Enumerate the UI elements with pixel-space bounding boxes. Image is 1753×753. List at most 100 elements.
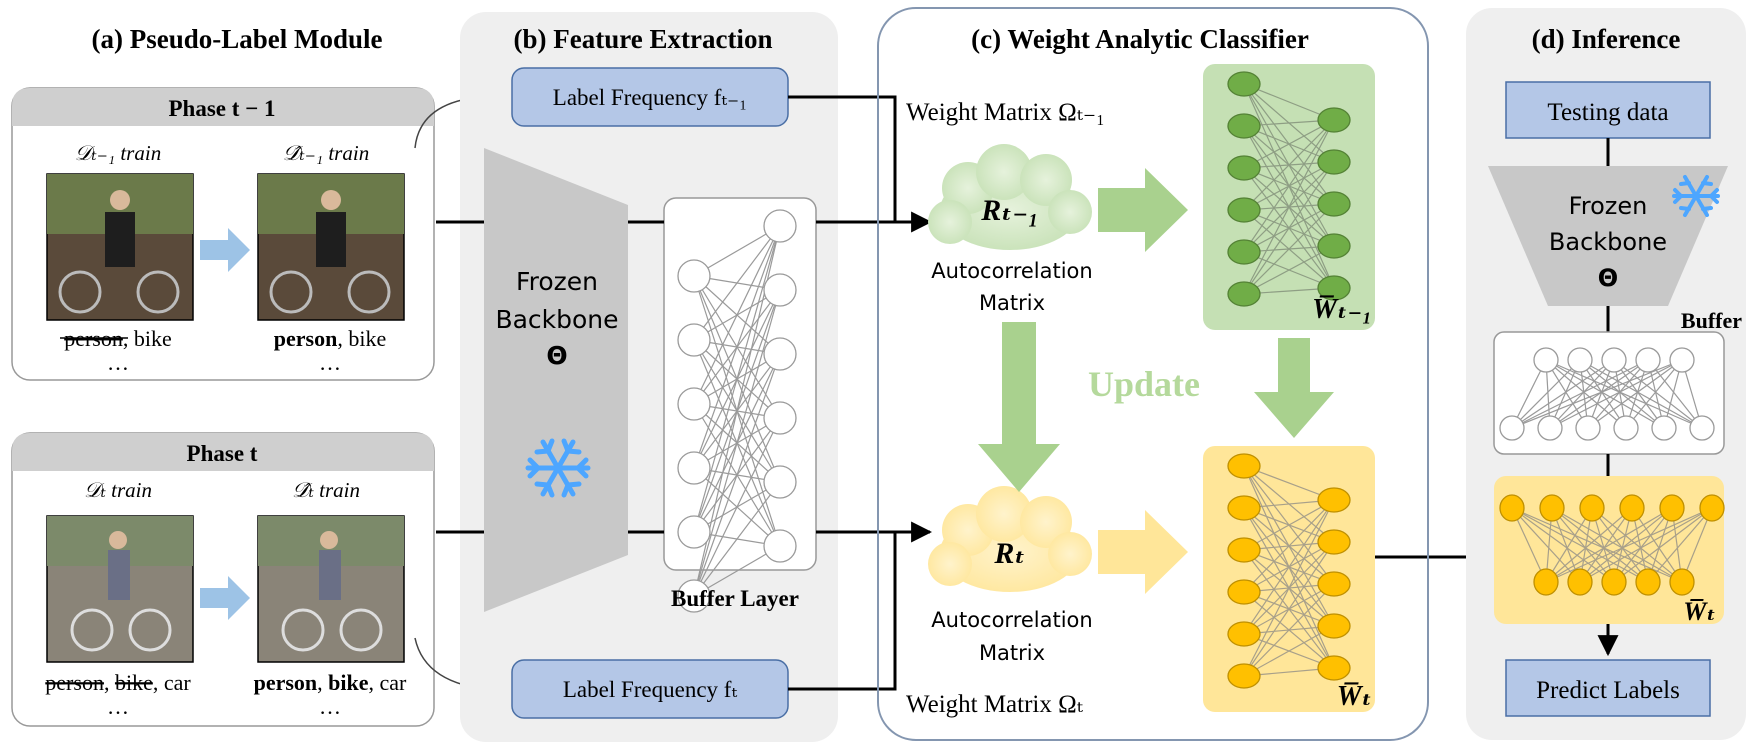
network-node [1567, 568, 1593, 596]
network-node [1579, 494, 1605, 522]
label-token: person [254, 670, 318, 695]
label-token: person [45, 670, 104, 695]
network-edge [1243, 499, 1335, 677]
network-edge [693, 289, 781, 597]
network-edge [1243, 245, 1335, 295]
label-frequency-prev: Label Frequency fₜ₋₁ [553, 85, 747, 110]
buffer-layer-label: Buffer Layer [671, 586, 799, 611]
network-node [763, 529, 797, 563]
network-node [763, 273, 797, 307]
network-edge [1243, 119, 1335, 295]
snowflake-icon [525, 438, 591, 498]
phase-prev-box: Phase t − 1 𝒟ₜ₋₁ train 𝒟̂ₜ₋₁ train [11, 87, 435, 381]
network-node [1317, 655, 1351, 681]
network-node [1317, 487, 1351, 513]
network-edge [1549, 359, 1649, 429]
inference-backbone-symbol: Θ [1598, 264, 1618, 292]
backbone-line2: Backbone [495, 305, 618, 334]
network-node [1669, 568, 1695, 596]
network-edge [1243, 119, 1335, 253]
network-edge [1511, 359, 1683, 429]
label-token: , car [369, 670, 408, 695]
network-node [1699, 494, 1725, 522]
network-node [1227, 281, 1261, 307]
label-token: bike [115, 670, 153, 695]
network-edge [1587, 359, 1683, 429]
panel-pseudo-label: (a) Pseudo-Label Module Phase t − 1 𝒟ₜ₋₁… [11, 24, 495, 727]
network-node [1635, 568, 1661, 596]
testing-data-box: Testing data [1505, 81, 1711, 139]
network-node [1227, 155, 1261, 181]
label-token: bike [328, 670, 369, 695]
network-edge [1579, 359, 1665, 429]
network-edge [1579, 507, 1633, 583]
label-token: , bike [123, 326, 172, 351]
network-node [1317, 571, 1351, 597]
network-edge [693, 481, 781, 597]
pseudo-dataset-cur-label: 𝒟̂ₜ train [292, 478, 360, 502]
network-edge [1647, 359, 1703, 429]
network-node [1619, 494, 1645, 522]
network-edge [1243, 203, 1335, 295]
classifier-prev: W̅ₜ₋₁ [1203, 64, 1375, 330]
image-prev-original [46, 173, 194, 321]
r-prev: Rₜ₋₁ [980, 194, 1038, 227]
network-node [1227, 663, 1261, 689]
network-node [1227, 621, 1261, 647]
network-edge [1511, 359, 1615, 429]
network-edge [1613, 359, 1665, 429]
inference-classifier-box: W̅ₜ [1494, 476, 1725, 626]
network-edge [1545, 359, 1589, 429]
autocorr-prev-line1: Autocorrelation [931, 259, 1092, 283]
dataset-cur-label: 𝒟ₜ train [84, 478, 152, 502]
network-node [1227, 537, 1261, 563]
network-node [1227, 495, 1261, 521]
classifier-network-prev [1227, 71, 1351, 307]
network-edge [1545, 507, 1713, 583]
network-edge [1545, 359, 1627, 429]
autocorrelation-cloud-cur: Rₜ [928, 486, 1092, 592]
ellipsis: … [107, 694, 129, 719]
network-node [1317, 275, 1351, 301]
arrow-r-to-w-prev [1098, 168, 1188, 252]
arrow-r-prev-down [978, 322, 1060, 492]
weight-matrix-prev: Weight Matrix Ωₜ₋₁ [906, 99, 1105, 126]
network-node [1659, 494, 1685, 522]
label-token: , bike [337, 326, 386, 351]
network-node [1227, 113, 1261, 139]
update-label: Update [1088, 364, 1200, 404]
panel-c-title: (c) Weight Analytic Classifier [971, 24, 1309, 54]
network-edge [1551, 507, 1683, 583]
panel-c-border [877, 7, 1429, 741]
network-edge [1511, 507, 1615, 583]
network-node [1227, 239, 1261, 265]
network-edge [1587, 359, 1649, 429]
testing-data: Testing data [1547, 99, 1668, 126]
inference-buffer-box [1493, 331, 1725, 455]
network-edge [693, 417, 781, 597]
network-node [763, 209, 797, 243]
autocorrelation-cloud-prev: Rₜ₋₁ [928, 144, 1092, 250]
network-node [1317, 529, 1351, 555]
panel-inference: (d) Inference Testing data Frozen Backbo… [1466, 8, 1746, 740]
network-node [1613, 415, 1639, 441]
predict-labels: Predict Labels [1536, 677, 1680, 704]
backbone-line1: Frozen [516, 267, 598, 296]
network-node [1533, 568, 1559, 596]
image-arrow-prev [200, 228, 250, 272]
network-node [1227, 579, 1261, 605]
network-edge [1511, 507, 1547, 583]
label-frequency-cur-box: Label Frequency fₜ [511, 659, 789, 719]
network-edge [693, 225, 781, 469]
classifier-network-cur [1227, 453, 1351, 689]
network-edge [1625, 359, 1683, 429]
inference-backbone: Frozen Backbone Θ [1488, 166, 1728, 306]
network-node [1567, 347, 1593, 373]
inference-backbone-line2: Backbone [1549, 228, 1667, 256]
inference-buffer-network [1499, 347, 1715, 441]
inference-backbone-line1: Frozen [1569, 192, 1648, 220]
network-node [1317, 149, 1351, 175]
network-node [677, 387, 711, 421]
label-token: , [104, 670, 115, 695]
